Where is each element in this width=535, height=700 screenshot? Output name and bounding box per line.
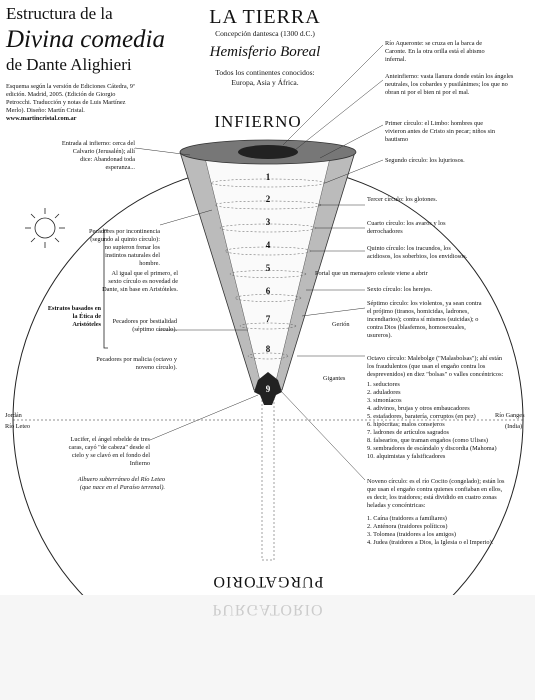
noveno-item: 1. Caína (traidores a familiares) [367,515,507,523]
label-bestialidad: Pecadores por bestialidad (séptimo círcu… [95,318,177,334]
octavo-item: 7. ladrones de artículos sagrados [367,429,507,437]
shaft [262,390,274,560]
octavo-item: 5. estafadores, baratería, corruptos (en… [367,413,507,421]
sun-icon [25,208,65,248]
concepcion-text: Concepción dantesca (1300 d.C.) [190,29,340,38]
label-jordan: Jordán [5,412,22,420]
label-india: (India) [505,423,522,431]
label-aqueronte: Río Aqueronte: se cruza en la barca de C… [385,40,505,64]
ring-number-1: 1 [258,172,278,182]
continentes-line-2: Europa, Asia y África. [231,78,298,87]
label-lucifer: Lucifer, el ángel rebelde de tres caras,… [55,436,150,468]
label-sexto: Sexto círculo: los herejes. [367,286,477,294]
ring-number-2: 2 [258,194,278,204]
inferno-mouth-inner [238,145,298,159]
label-estratos: Estratos basados en la Ética de Aristóte… [46,305,101,329]
label-malicia: Pecadores por malicia (octavo y noveno c… [95,356,177,372]
noveno-list: 1. Caína (traidores a familiares) 2. Ant… [367,515,507,547]
title-line-2: Divina comedia [6,26,165,54]
octavo-item: 10. alquimistas y falsificadores [367,453,507,461]
octavo-item: 3. simoníacos [367,397,507,405]
label-gigantes: Gigantes [323,375,345,383]
label-albuero: Albuero subterráneo del Río Leteo (que n… [70,476,165,492]
infierno-title: INFIERNO [198,112,318,132]
ring-number-6: 6 [258,286,278,296]
label-cuarto: Cuarto círculo: los avaros y los derroch… [367,220,477,236]
credits-block: Esquema según la versión de Ediciones Cá… [6,83,141,123]
hemisferio-title: Hemisferio Boreal [190,44,340,61]
title-line-3: de Dante Alighieri [6,55,132,75]
label-portal: Portal que un mensajero celeste viene a … [315,270,465,278]
ring-number-9: 9 [258,384,278,394]
label-segundo: Segundo círculo: los lujuriosos. [385,157,505,165]
credits-text: Esquema según la versión de Ediciones Cá… [6,83,135,114]
label-septimo: Séptimo círculo: los violentos, ya sean … [367,300,487,340]
label-primer: Primer círculo: el Limbo: hombres que vi… [385,120,505,144]
label-incontinencia: Pecadores por incontinencia (segundo al … [85,228,160,268]
octavo-item: 4. adivinos, brujas y otros embaucadores [367,405,507,413]
noveno-item: 2. Anténora (traidores políticos) [367,523,507,531]
label-gerion: Gerión [332,321,350,329]
title-line-1: Estructura de la [6,4,113,24]
continentes-line-1: Todos los continentes conocidos: [215,68,314,77]
purgatorio-title: PURGATORIO [208,572,328,590]
tierra-title: LA TIERRA [200,6,330,29]
label-quinto: Quinto círculo: los iracundos, los acidi… [367,245,477,261]
ring-number-8: 8 [258,344,278,354]
label-anteinfierno: Anteinfierno: vasta llanura donde están … [385,73,515,97]
octavo-item: 8. falsearios, que traman engaños (como … [367,437,507,445]
label-noveno-intro: Noveno círculo: es el río Cocito (congel… [367,478,507,510]
octavo-item: 6. hipócritas; malos consejeros [367,421,507,429]
noveno-item: 4. Judea (traidores a Dios, la Iglesia o… [367,539,507,547]
continentes-text: Todos los continentes conocidos: Europa,… [190,68,340,88]
octavo-item: 2. aduladores [367,389,507,397]
website-link[interactable]: www.martincristal.com.ar [6,115,76,122]
octavo-item: 9. sembradores de escándalo y discordia … [367,445,507,453]
label-tercer: Tercer círculo: los glotones. [367,196,477,204]
ring-number-5: 5 [258,263,278,273]
label-entrada: Entrada al infierno: cerca del Calvario … [60,140,135,172]
label-rio-leteo: Río Leteo [5,423,30,431]
noveno-item: 3. Tolomea (traidores a los amigos) [367,531,507,539]
ring-number-7: 7 [258,314,278,324]
label-igual: Al igual que el primero, el sexto círcul… [98,270,178,294]
ring-number-3: 3 [258,217,278,227]
octavo-list: 1. seductores 2. aduladores 3. simoníaco… [367,381,507,461]
octavo-item: 1. seductores [367,381,507,389]
label-octavo-intro: Octavo círculo: Malebolge ("Malasbolsas"… [367,355,507,379]
ring-number-4: 4 [258,240,278,250]
purgatorio-reflection: PURGATORIO [208,600,328,618]
